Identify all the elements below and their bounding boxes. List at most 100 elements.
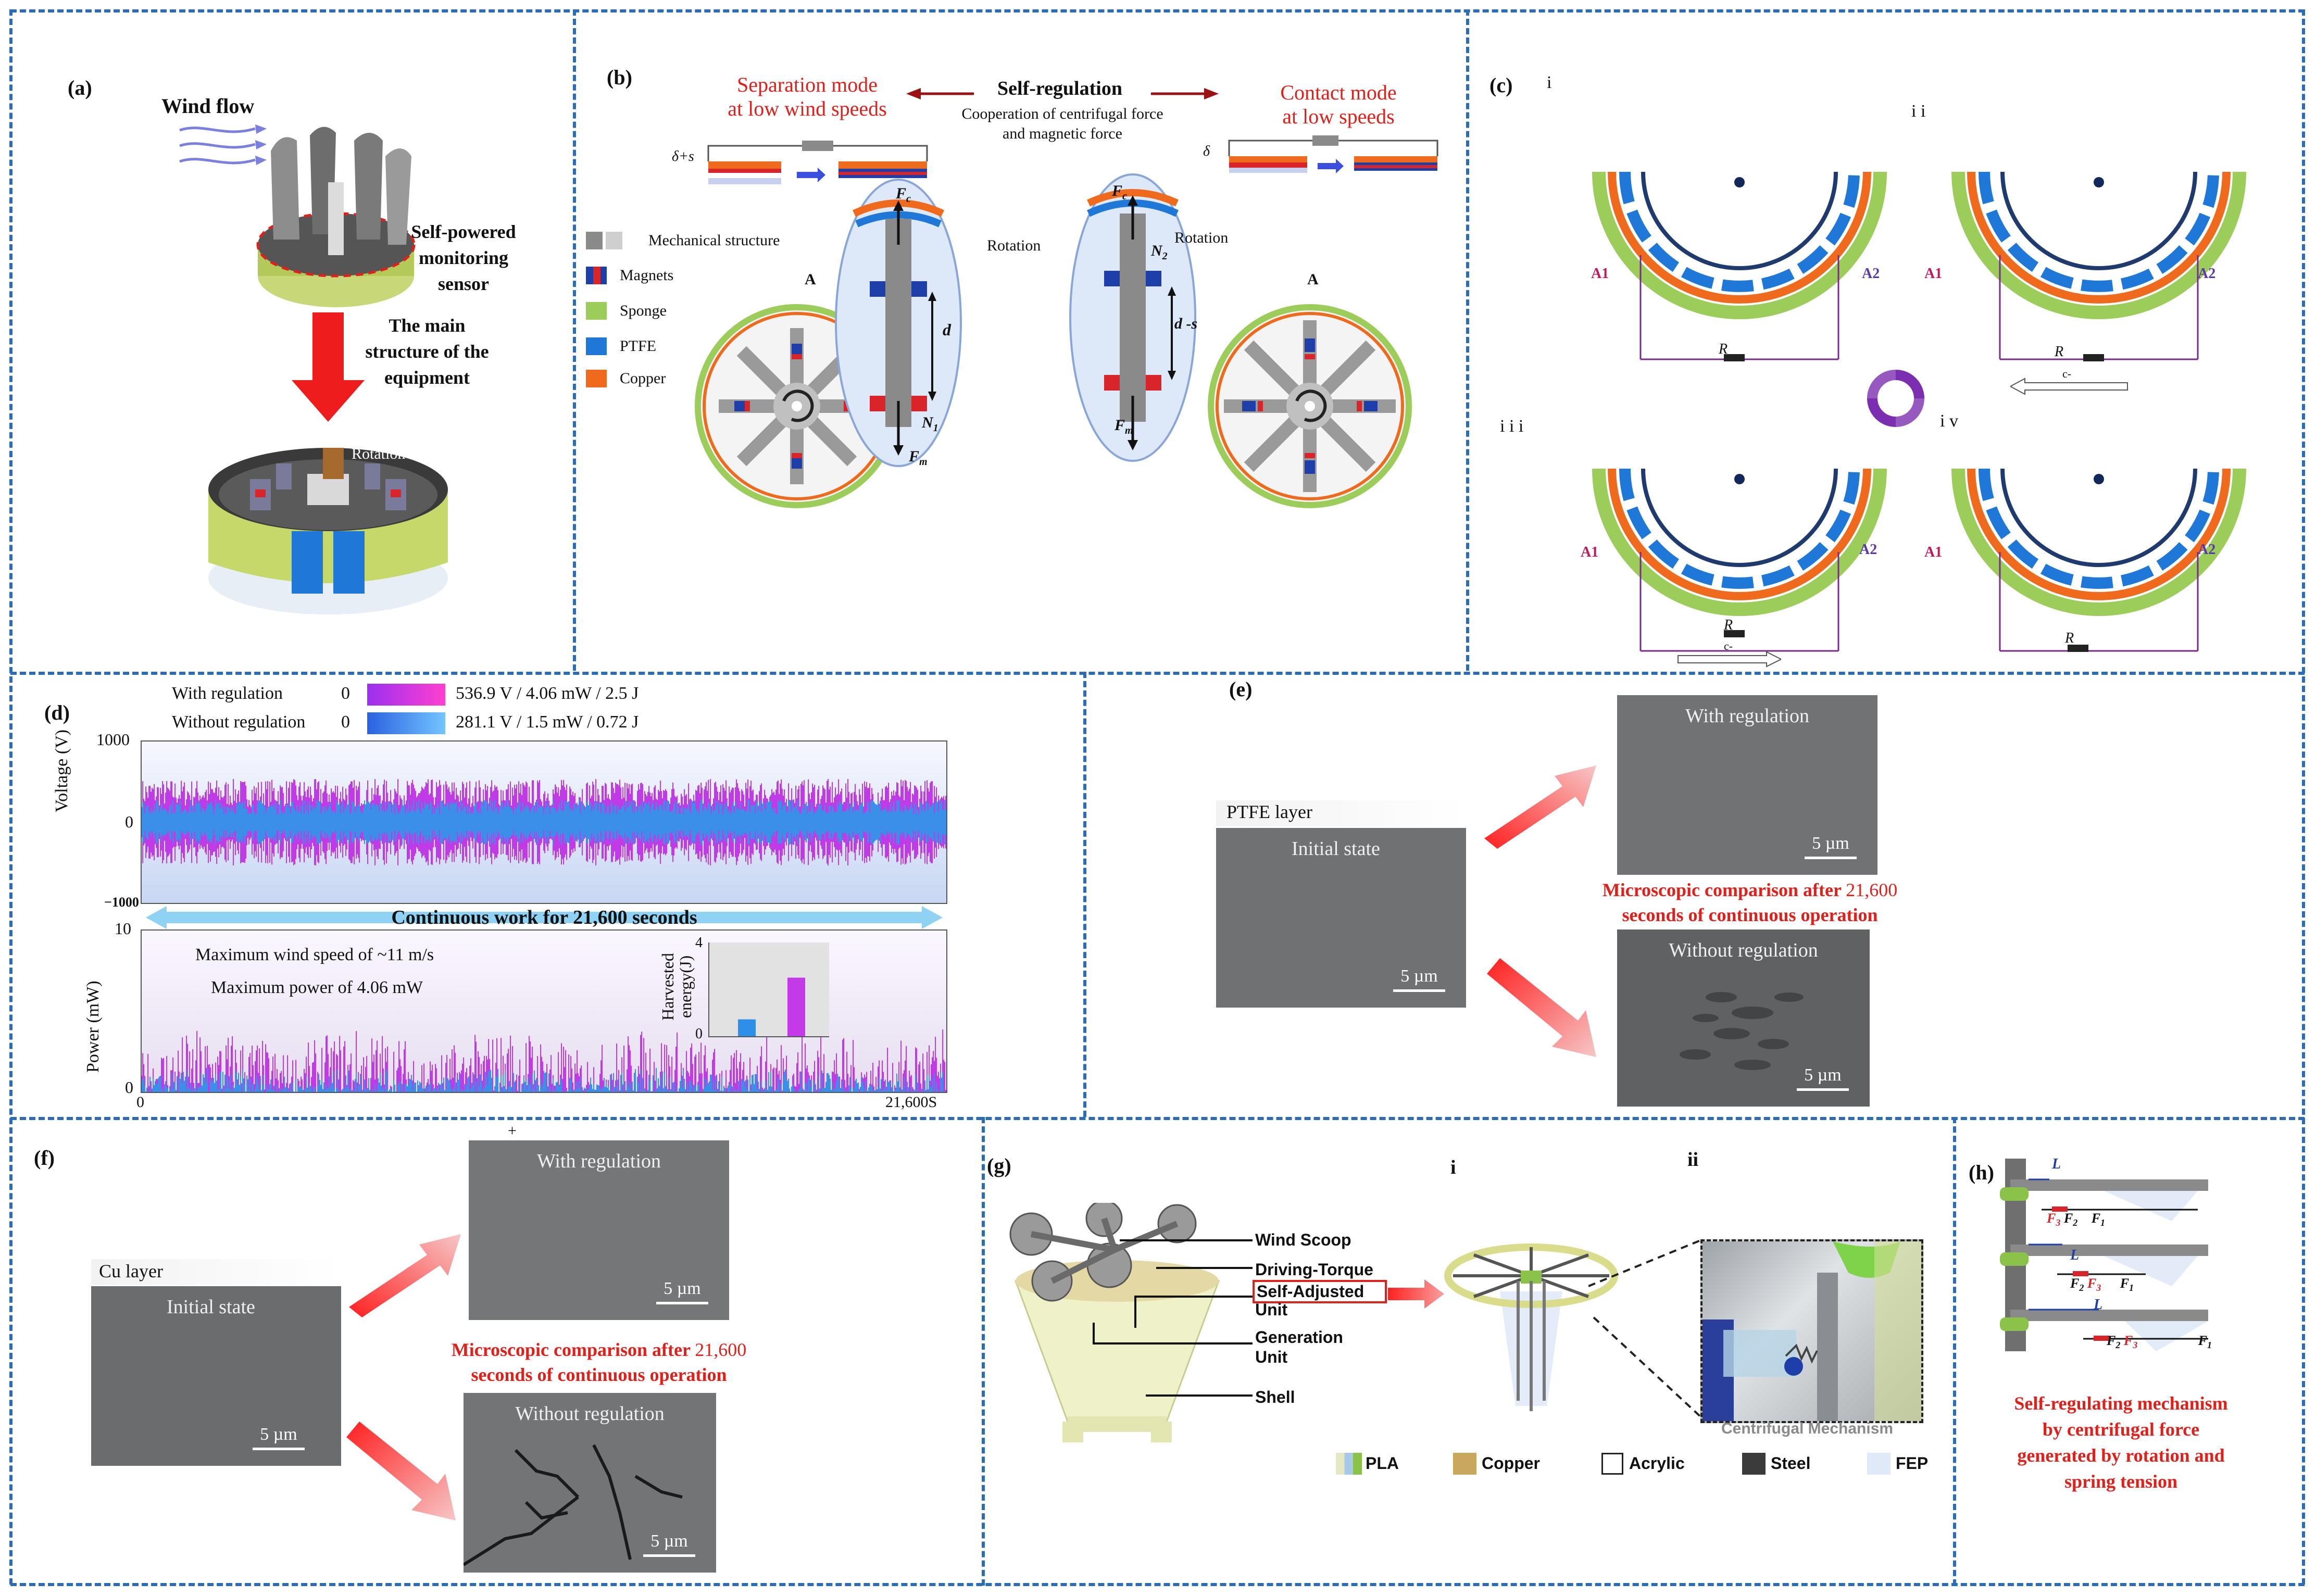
cycle-arrows-icon xyxy=(1867,370,1924,427)
legend-with-zero: 0 xyxy=(341,684,350,703)
e-caption-line1b: 21,600 xyxy=(1846,879,1898,900)
legend-swatch-copper xyxy=(586,370,607,387)
e-initial-sem: Initial state 5 µm xyxy=(1216,828,1466,1008)
separation-line1: Separation mode xyxy=(737,73,878,96)
e-without-scale-text: 5 µm xyxy=(1804,1065,1842,1085)
legend-label-sponge: Sponge xyxy=(620,302,667,319)
h-forces-row1: F3 F2 F1 xyxy=(2047,1211,2105,1228)
divider-a-b xyxy=(573,9,576,671)
c-iii-r: R xyxy=(1724,617,1733,633)
legend-swatch-copper-g xyxy=(1453,1453,1476,1475)
border-right xyxy=(2302,9,2305,1585)
voltage-ylabel: Voltage (V) xyxy=(52,730,71,812)
e-layer-label: PTFE layer xyxy=(1226,801,1312,822)
power-trace xyxy=(142,1029,946,1092)
contact-circuit-diagram xyxy=(1228,135,1438,173)
self-regulation-title: Self-regulation xyxy=(997,78,1122,99)
big-red-arrow xyxy=(292,312,365,422)
f-without-cracks xyxy=(464,1444,683,1566)
label-a-right: A xyxy=(1307,271,1319,288)
stage-iv-label: i v xyxy=(1940,411,1958,431)
c-ii-electron: c- xyxy=(2062,367,2072,380)
legend-label-acrylic: Acrylic xyxy=(1629,1454,1685,1473)
separation-circuit-diagram xyxy=(707,141,928,184)
driving-torque-label: Driving-Torque xyxy=(1255,1260,1373,1279)
centrifugal-mechanism-label: Centrifugal Mechanism xyxy=(1721,1420,1894,1437)
legend-with-label: With regulation xyxy=(172,684,283,703)
centrifugal-unit-illustration xyxy=(1444,1243,1618,1411)
panel-f-label: (f) xyxy=(34,1146,55,1170)
e-arrow-down xyxy=(1487,958,1596,1057)
h-caption-line3: generated by rotation and xyxy=(2017,1445,2225,1466)
g-ii-label: ii xyxy=(1687,1149,1699,1171)
e-caption-line1a: Microscopic comparison after xyxy=(1602,879,1846,900)
f-with-sem: With regulation 5 µm xyxy=(469,1140,729,1320)
stage-iii-label: i i i xyxy=(1500,417,1524,436)
g-leader-lines xyxy=(1093,1239,1253,1397)
f-with-scalebar: 5 µm xyxy=(656,1279,708,1304)
legend-label-steel: Steel xyxy=(1771,1454,1811,1473)
h-caption: Self-regulating mechanism by centrifugal… xyxy=(1963,1390,2279,1494)
rotation-label-a: Rotation xyxy=(352,445,406,462)
fc-left: F xyxy=(896,185,907,202)
g-red-arrow xyxy=(1388,1279,1444,1309)
main-line3: equipment xyxy=(384,367,470,388)
electron-arrow-right xyxy=(1677,651,1781,668)
legend-label-ptfe: PTFE xyxy=(620,337,657,355)
f-layer-label: Cu layer xyxy=(99,1261,163,1281)
fc-right: F xyxy=(1112,182,1123,199)
panel-h-label: (h) xyxy=(1969,1161,1994,1184)
f-with-scale-text: 5 µm xyxy=(663,1279,701,1298)
contact-line2: at low speeds xyxy=(1282,105,1395,128)
legend-label-fep: FEP xyxy=(1896,1454,1929,1473)
fm-left: F xyxy=(909,448,920,465)
shell-label: Shell xyxy=(1255,1388,1295,1406)
divider-d-e xyxy=(1083,672,1086,1117)
e-with-sem: With regulation 5 µm xyxy=(1617,695,1877,875)
c-i-r: R xyxy=(1719,341,1728,357)
double-arrow-left xyxy=(906,88,974,99)
f-caption: Microscopic comparison after 21,600 seco… xyxy=(417,1337,781,1387)
legend-without-values: 281.1 V / 1.5 mW / 0.72 J xyxy=(456,712,639,732)
continuous-text: Continuous work for 21,600 seconds xyxy=(391,907,697,928)
power-series-without xyxy=(142,1067,946,1092)
e-without-defects xyxy=(1680,992,1804,1070)
legend-swatch-fep xyxy=(1867,1453,1891,1475)
stage-ii-diagram xyxy=(1951,171,2246,361)
d-minus-s-label: d -s xyxy=(1174,315,1198,332)
stage-i-diagram xyxy=(1592,171,1887,361)
h-caption-line2: by centrifugal force xyxy=(2042,1419,2200,1440)
electron-arrow-left xyxy=(2010,378,2128,395)
e-caption-line2: seconds of continuous operation xyxy=(1622,904,1878,925)
wind-scoop-label: Wind Scoop xyxy=(1255,1230,1351,1249)
voltage-trace xyxy=(142,778,946,866)
divider-b-c xyxy=(1466,9,1469,671)
h-forces-row2: F2 F3 F1 xyxy=(2070,1276,2134,1293)
divider-g-h xyxy=(1953,1117,1956,1586)
inset-ylabel-line2: energy(J) xyxy=(676,955,695,1019)
fc-label-right: Fc xyxy=(1112,182,1127,203)
stage-i-label: i xyxy=(1547,73,1552,92)
f-initial-scale-text: 5 µm xyxy=(260,1425,297,1444)
legend-label-copper: Copper xyxy=(620,370,666,387)
stage-ii-label: i i xyxy=(1911,102,1926,121)
cooperation-line2: and magnetic force xyxy=(1003,125,1122,142)
inset-bar-with xyxy=(787,977,805,1036)
anemometer-illustration xyxy=(1009,1203,1220,1442)
e-with-scale-text: 5 µm xyxy=(1812,834,1849,853)
v-tick-bottom: −1000 xyxy=(104,895,139,910)
legend-swatch-sponge xyxy=(586,302,607,320)
h-l-label-1: L xyxy=(2052,1156,2061,1172)
fm-sub-left: m xyxy=(919,456,928,468)
h-r3-f1: F1 xyxy=(2198,1333,2212,1351)
inset-plot-area xyxy=(708,942,829,1037)
inset-ylabel: Harvested energy(J) xyxy=(658,935,695,1039)
turbine-illustration xyxy=(256,127,416,307)
f-caption-line1a: Microscopic comparison after xyxy=(451,1339,695,1360)
separation-line2: at low wind speeds xyxy=(728,97,887,120)
e-without-sem: Without regulation 5 µm xyxy=(1617,929,1870,1107)
f-with-title: With regulation xyxy=(536,1150,661,1172)
max-wind-text: Maximum wind speed of ~11 m/s xyxy=(195,945,434,964)
divider-row2 xyxy=(10,1117,2305,1120)
border-bottom xyxy=(10,1583,2305,1586)
